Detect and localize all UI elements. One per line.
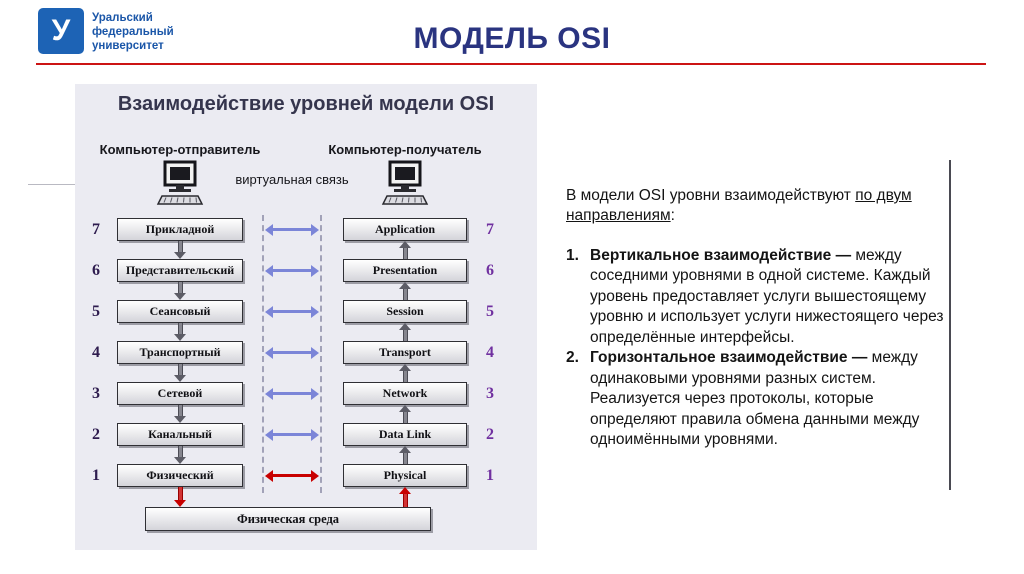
virtual-link-arrow xyxy=(265,305,319,318)
list-item: 1. Вертикальное взаимодействие — между с… xyxy=(566,246,958,348)
sender-computer-label: Компьютер-отправитель xyxy=(99,142,261,157)
layer-box-en: Physical xyxy=(343,464,467,487)
flow-arrow-down-icon xyxy=(174,446,186,464)
flow-arrow-up-icon xyxy=(399,323,411,341)
item-lead: Горизонтальное взаимодействие — xyxy=(590,349,868,367)
logo-line-1: Уральский xyxy=(92,12,153,24)
layer-number-left: 4 xyxy=(92,344,100,361)
logo-line-3: университет xyxy=(92,40,164,53)
layer-box-ru: Сеансовый xyxy=(117,300,243,323)
virtual-link-arrow xyxy=(265,387,319,400)
virtual-link-guides xyxy=(262,215,322,493)
intro-colon: : xyxy=(670,207,675,225)
receiver-computer-label: Компьютер-получатель xyxy=(328,142,482,157)
layer-box-ru: Представительский xyxy=(117,259,243,282)
layer-number-right: 1 xyxy=(486,467,494,484)
title-underline xyxy=(36,63,986,65)
layer-number-right: 7 xyxy=(486,221,494,238)
layer-number-left: 5 xyxy=(92,303,100,320)
flow-arrow-down-icon xyxy=(174,405,186,423)
item-lead: Вертикальное взаимодействие — xyxy=(590,246,852,264)
computer-icon xyxy=(381,160,429,205)
virtual-link-arrow xyxy=(265,346,319,359)
intro-text: В модели OSI уровни взаимодействуют xyxy=(566,187,856,204)
flow-arrow-up-icon xyxy=(399,446,411,464)
intro-paragraph: В модели OSI уровни взаимодействуют по д… xyxy=(566,186,958,227)
layer-box-ru: Транспортный xyxy=(117,341,243,364)
flow-arrow-up-icon xyxy=(399,282,411,300)
physical-medium-box: Физическая среда xyxy=(145,507,431,531)
list-item-number: 1. xyxy=(566,246,579,264)
flow-arrow-down-icon xyxy=(174,323,186,341)
virtual-link-arrow xyxy=(265,428,319,441)
layer-box-en: Transport xyxy=(343,341,467,364)
virtual-link-label: виртуальная связь xyxy=(235,172,349,187)
osi-diagram: Взаимодействие уровней модели OSI Компью… xyxy=(75,84,537,550)
layer-box-en: Data Link xyxy=(343,423,467,446)
slide-text: В модели OSI уровни взаимодействуют по д… xyxy=(566,186,958,450)
urfu-logo-icon: У xyxy=(38,8,84,54)
item-body: между одинаковыми уровнями разных систем… xyxy=(590,349,920,448)
layer-number-right: 6 xyxy=(486,262,494,279)
to-medium-arrow-icon xyxy=(174,487,186,507)
layer-number-left: 6 xyxy=(92,262,100,279)
university-logo: У Уральский федеральный университет xyxy=(38,8,174,54)
layer-box-ru: Канальный xyxy=(117,423,243,446)
layer-box-en: Session xyxy=(343,300,467,323)
layer-number-left: 7 xyxy=(92,221,100,238)
layer-box-ru: Физический xyxy=(117,464,243,487)
two-directions-link[interactable]: по двум направлениям xyxy=(566,187,912,225)
computer-icon xyxy=(379,160,431,208)
diagram-title: Взаимодействие уровней модели OSI xyxy=(117,93,495,115)
layer-number-right: 2 xyxy=(486,426,494,443)
layer-number-right: 5 xyxy=(486,303,494,320)
flow-arrow-down-icon xyxy=(174,241,186,259)
layer-number-left: 3 xyxy=(92,385,100,402)
layer-number-right: 4 xyxy=(486,344,494,361)
layer-box-en: Network xyxy=(343,382,467,405)
layer-number-right: 3 xyxy=(486,385,494,402)
flow-arrow-up-icon xyxy=(399,241,411,259)
layer-box-ru: Прикладной xyxy=(117,218,243,241)
virtual-link-arrow xyxy=(265,264,319,277)
from-medium-arrow-icon xyxy=(399,487,411,507)
list-item: 2. Горизонтальное взаимодействие — между… xyxy=(566,348,958,450)
right-divider-line xyxy=(949,160,951,490)
list-item-number: 2. xyxy=(566,349,579,367)
left-divider-line xyxy=(28,184,82,185)
layer-box-en: Presentation xyxy=(343,259,467,282)
interaction-list: 1. Вертикальное взаимодействие — между с… xyxy=(566,246,958,451)
layer-box-ru: Сетевой xyxy=(117,382,243,405)
flow-arrow-up-icon xyxy=(399,364,411,382)
computer-icon xyxy=(156,160,204,205)
flow-arrow-down-icon xyxy=(174,364,186,382)
layer-number-left: 1 xyxy=(92,467,100,484)
page-title: МОДЕЛЬ OSI xyxy=(413,22,611,55)
computer-icon xyxy=(154,160,206,208)
list-item-text: Вертикальное взаимодействие — между сосе… xyxy=(590,246,958,348)
item-body: между соседними уровнями в одной системе… xyxy=(590,246,944,346)
layer-number-left: 2 xyxy=(92,426,100,443)
layer-box-en: Application xyxy=(343,218,467,241)
logo-line-2: федеральный xyxy=(92,26,174,39)
university-name: Уральский федеральный университет xyxy=(92,8,174,53)
virtual-link-arrow xyxy=(265,223,319,236)
flow-arrow-down-icon xyxy=(174,282,186,300)
flow-arrow-up-icon xyxy=(399,405,411,423)
list-item-text: Горизонтальное взаимодействие — между од… xyxy=(590,348,958,450)
physical-link-arrow xyxy=(265,469,319,482)
